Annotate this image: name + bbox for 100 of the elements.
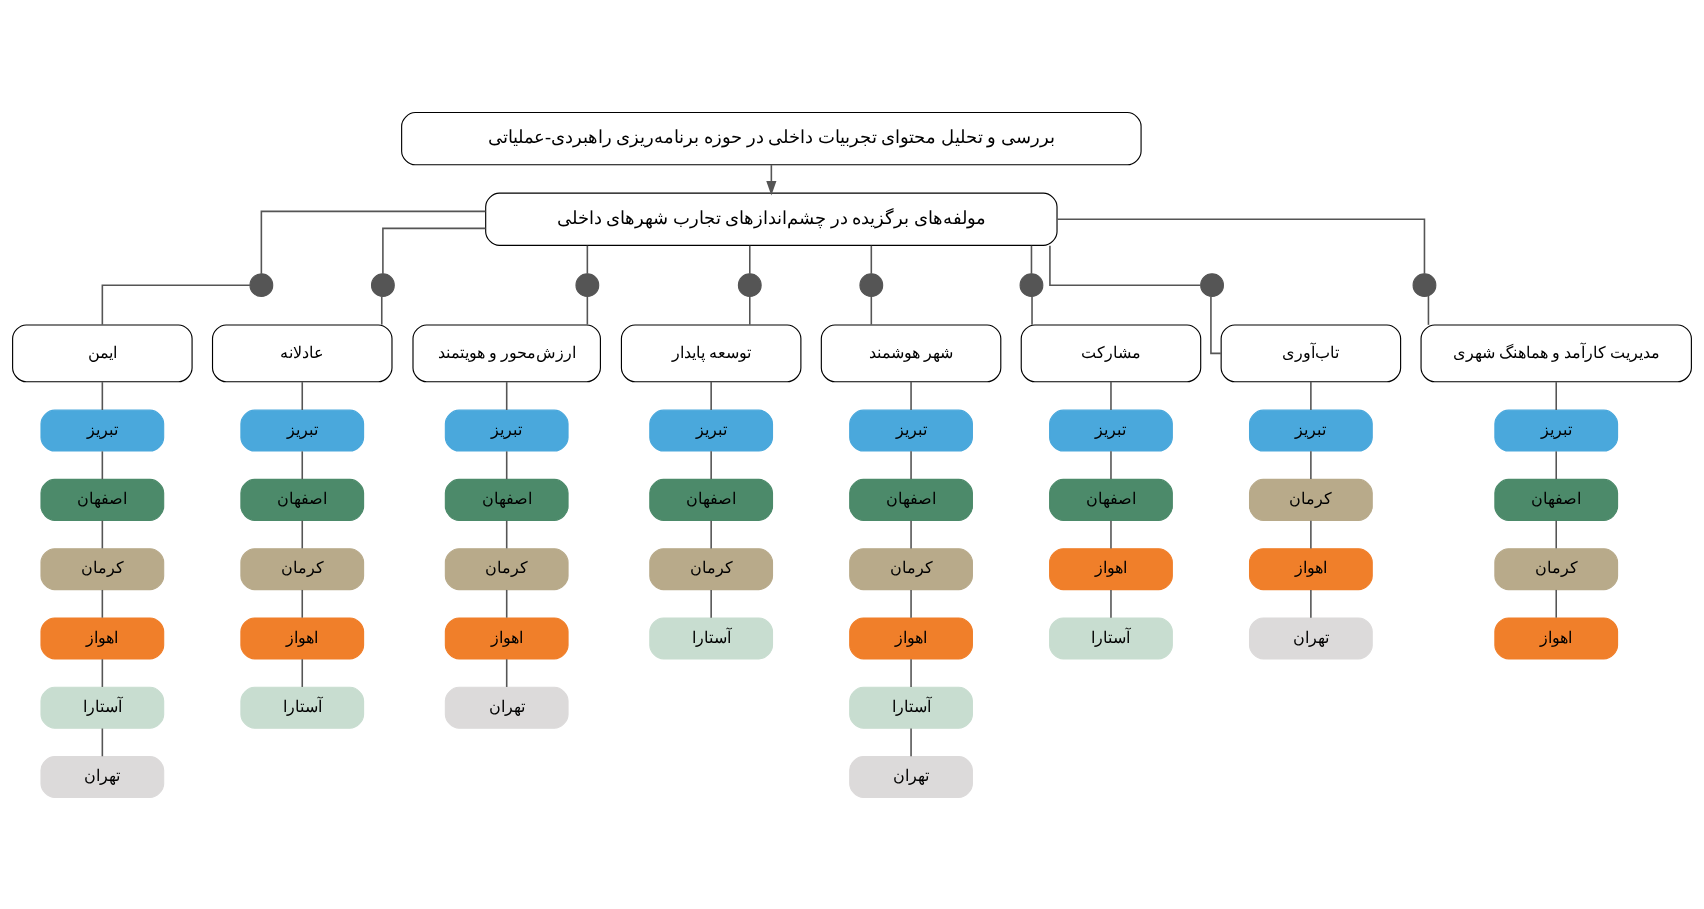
connector [710, 380, 712, 411]
connector [1555, 380, 1557, 411]
connector [870, 295, 873, 325]
node-box: بررسی و تحلیل محتوای تجربیات داخلی در حوزه برنامه‌ریزی راهبردی-عملیاتی [401, 111, 1142, 165]
connector [1310, 519, 1312, 549]
node-box: اصفهان [1494, 478, 1619, 521]
node-box: اصفهان [240, 478, 365, 521]
connector [1310, 380, 1312, 411]
connector [382, 227, 487, 274]
connector [101, 588, 104, 618]
connector [101, 727, 104, 757]
connector [1110, 588, 1112, 618]
node-box: اصفهان [444, 478, 569, 521]
node-box: تهران [849, 755, 973, 798]
node-box: ایمن [12, 323, 193, 382]
node-box: کرمان [444, 547, 569, 590]
connector [1555, 519, 1557, 549]
node-box: اهواز [240, 616, 365, 659]
connector [1110, 519, 1112, 549]
node-box: کرمان [1249, 478, 1373, 521]
node-box: اصفهان [849, 478, 973, 521]
connector [505, 588, 508, 618]
node-box: تبریز [40, 409, 165, 452]
node-circle [737, 272, 762, 297]
node-box: کرمان [1494, 547, 1619, 590]
node-box: آستارا [849, 686, 973, 729]
connector [1310, 450, 1312, 480]
connector [101, 380, 104, 411]
connector [910, 727, 912, 757]
connector [1555, 450, 1557, 480]
connector [870, 244, 873, 275]
node-box: تبریز [849, 409, 973, 452]
connector [1110, 450, 1112, 480]
node-circle [1412, 272, 1437, 297]
node-box: اهواز [849, 616, 973, 659]
node-box: تبریز [444, 409, 569, 452]
connector [1210, 295, 1222, 354]
node-circle [859, 272, 884, 297]
connector [1031, 295, 1033, 325]
connector [301, 450, 304, 480]
node-box: اهواز [1049, 547, 1173, 590]
connector [505, 519, 508, 549]
node-circle [1019, 272, 1044, 297]
node-box: آستارا [240, 686, 365, 729]
node-box: اصفهان [649, 478, 774, 521]
connector [910, 519, 912, 549]
connector [586, 295, 589, 325]
connector [748, 295, 751, 325]
node-box: کرمان [240, 547, 365, 590]
connector [1049, 244, 1202, 286]
connector [1110, 380, 1112, 411]
node-box: تبریز [649, 409, 774, 452]
node-circle [249, 272, 274, 297]
node-box: آستارا [40, 686, 165, 729]
connector [586, 244, 589, 275]
node-box: ارزش‌محور و هویتمند [412, 323, 601, 382]
connector [380, 295, 383, 325]
node-box: اصفهان [1049, 478, 1173, 521]
connector [710, 588, 712, 618]
node-box: تاب‌آوری [1220, 323, 1402, 382]
node-circle [575, 272, 600, 297]
node-box: اصفهان [40, 478, 165, 521]
connector [1030, 244, 1033, 275]
connector [301, 519, 304, 549]
connector [748, 244, 751, 275]
node-box: توسعه پایدار [620, 323, 802, 382]
connector [101, 450, 104, 480]
node-box: اهواز [444, 616, 569, 659]
connector [505, 380, 508, 411]
connector [710, 450, 712, 480]
connector [260, 210, 487, 274]
node-box: تبریز [1494, 409, 1619, 452]
node-box: تبریز [240, 409, 365, 452]
node-box: مولفه‌های برگزیده در چشم‌اندازهای تجارب شهرهای داخلی [485, 192, 1058, 246]
connector [101, 283, 251, 326]
node-box: شهر هوشمند [820, 323, 1002, 382]
node-box: آستارا [649, 616, 774, 659]
node-box: مشارکت [1020, 323, 1202, 382]
connector [910, 380, 912, 411]
connector [1310, 588, 1312, 618]
connector [101, 519, 104, 549]
node-box: کرمان [649, 547, 774, 590]
node-box: تهران [40, 755, 165, 798]
node-box: اهواز [1494, 616, 1619, 659]
connector [910, 588, 912, 618]
connector [505, 450, 508, 480]
node-circle [1200, 272, 1224, 297]
connector [1427, 294, 1430, 326]
node-box: تهران [444, 686, 569, 729]
connector [301, 588, 304, 618]
node-box: تهران [1249, 616, 1373, 659]
node-box: کرمان [40, 547, 165, 590]
node-box: عادلانه [211, 323, 393, 382]
connector [505, 657, 508, 688]
node-box: اهواز [40, 616, 165, 659]
connector [301, 380, 304, 411]
node-box: تبریز [1249, 409, 1373, 452]
connector [1555, 588, 1557, 618]
node-circle [370, 272, 395, 297]
node-box: کرمان [849, 547, 973, 590]
